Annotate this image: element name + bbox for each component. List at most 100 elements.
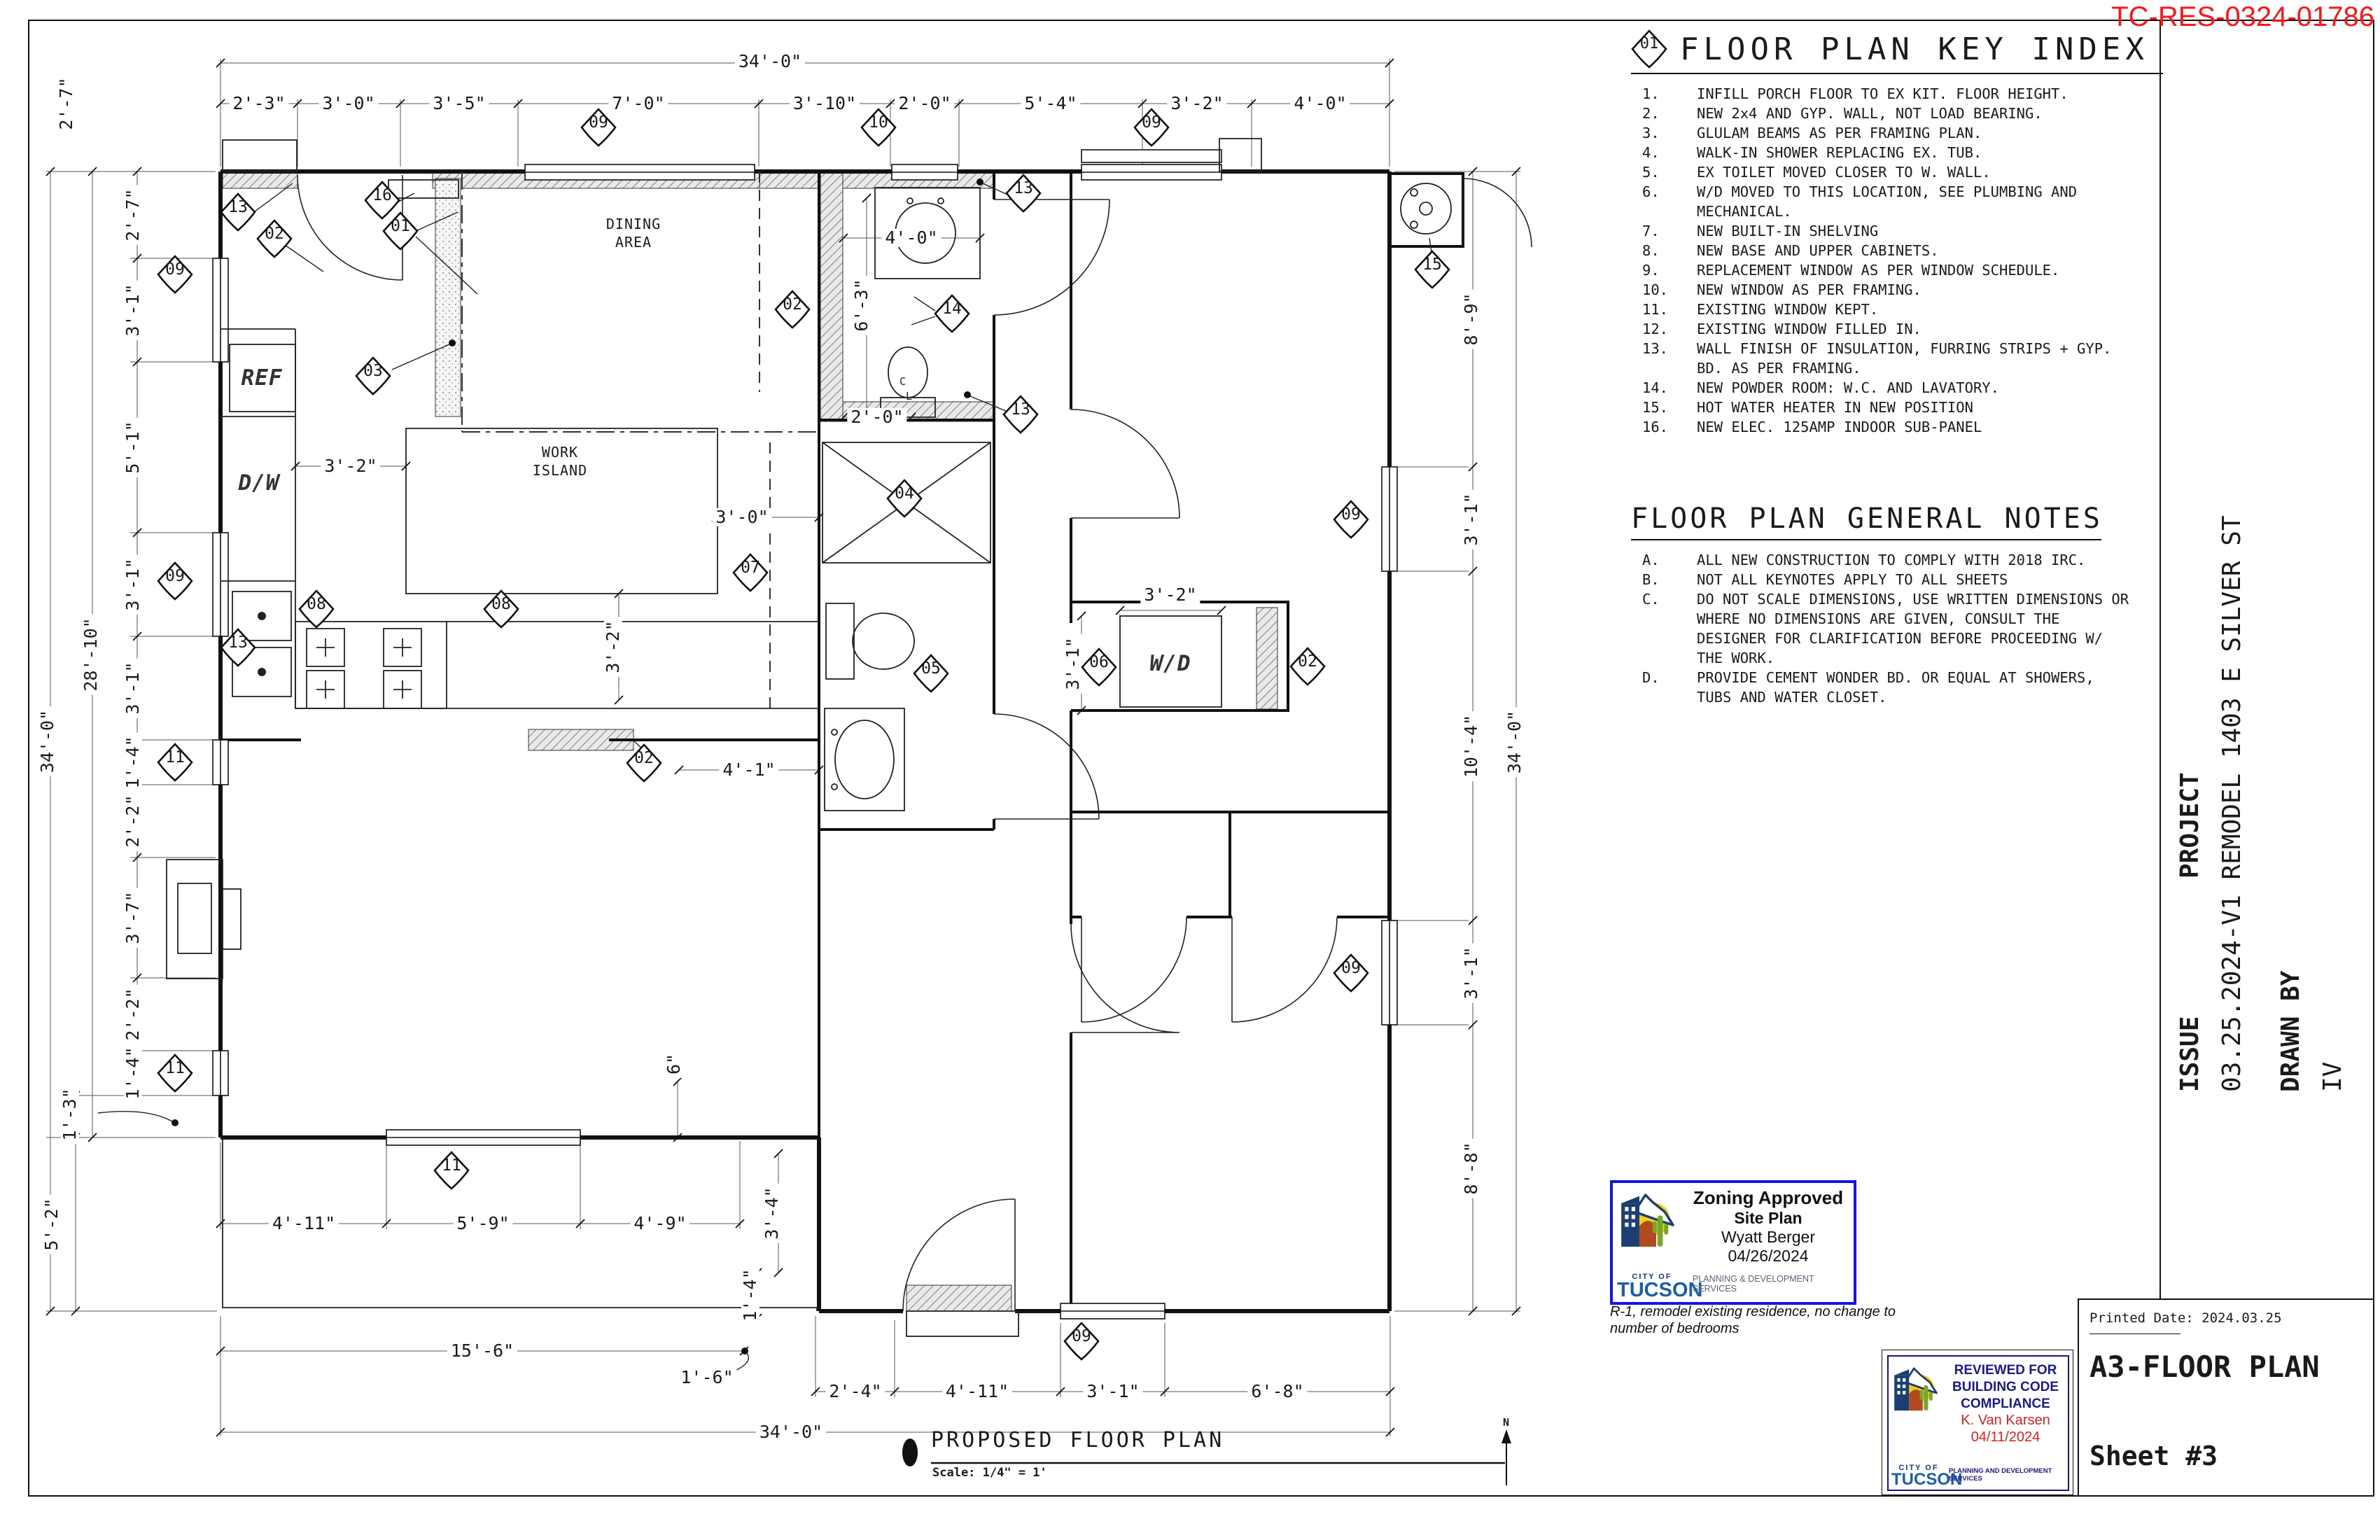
- keynote-diamond-icon: [774, 290, 811, 329]
- keynote-diamond-icon: [364, 181, 400, 220]
- dim-label: 4'-11": [268, 1214, 340, 1233]
- printed-date: Printed Date: 2024.03.25: [2090, 1310, 2282, 1326]
- keynote-diamond-icon: [913, 654, 949, 693]
- key-index-item: 10. NEW WINDOW AS PER FRAMING.: [1642, 281, 1921, 298]
- drawn-by-value: IV: [2318, 1061, 2347, 1092]
- dim-label: 5'-1": [122, 417, 143, 477]
- general-note-item: A. ALL NEW CONSTRUCTION TO COMPLY WITH 2…: [1642, 552, 2086, 568]
- north-label: N: [1502, 1416, 1511, 1429]
- sheet-code: A3-FLOOR PLAN: [2090, 1350, 2320, 1384]
- key-index-item: 9. REPLACEMENT WINDOW AS PER WINDOW SCHE…: [1642, 262, 2060, 279]
- keynote-diamond: 09: [580, 108, 617, 147]
- building-city-of: CITY OF: [1898, 1464, 1939, 1473]
- project-value: 03.25.2024-V1 REMODEL 1403 E SILVER ST: [2218, 515, 2246, 1092]
- city-of-tucson-logo-icon: [1621, 1194, 1674, 1247]
- building-stamp-line1: REVIEWED FOR: [1954, 1363, 2057, 1378]
- dim-label: 6'-3": [851, 275, 872, 335]
- key-index-item: 15. HOT WATER HEATER IN NEW POSITION: [1642, 399, 1973, 416]
- keynote-diamond: 15: [1414, 250, 1450, 289]
- leader-dots: [172, 178, 983, 1354]
- dashdot-beam-lines: [461, 172, 819, 433]
- keynote-diamond-icon: [157, 743, 193, 782]
- plan-label: AREA: [615, 234, 652, 251]
- floor-plan-drawing: [46, 58, 1532, 1485]
- keynote-diamond-icon: [382, 211, 419, 251]
- plan-title: PROPOSED FLOOR PLAN: [931, 1428, 1225, 1452]
- dashed-lines: [759, 172, 771, 708]
- key-index-item: 5. EX TOILET MOVED CLOSER TO W. WALL.: [1642, 164, 1991, 181]
- windows: [212, 149, 1398, 1320]
- general-notes-title: FLOOR PLAN GENERAL NOTES: [1631, 503, 2103, 535]
- keynote-diamond: 11: [157, 1054, 193, 1093]
- key-index-item: 2. NEW 2x4 AND GYP. WALL, NOT LOAD BEARI…: [1642, 105, 2043, 122]
- dim-label: 2'-2": [122, 791, 143, 851]
- keynote-diamond: 09: [157, 255, 193, 294]
- zoning-stamp-line2: Site Plan: [1734, 1209, 1802, 1227]
- zoning-stamp-date: 04/26/2024: [1728, 1247, 1809, 1265]
- dim-label: 15'-6": [447, 1341, 518, 1361]
- keynote-diamond: 05: [913, 654, 949, 693]
- keynote-diamond-icon: [1333, 500, 1369, 539]
- key-index-item: 8. NEW BASE AND UPPER CABINETS.: [1642, 242, 1939, 259]
- keynote-diamond: 09: [1063, 1322, 1100, 1361]
- sheet-number: Sheet #3: [2090, 1441, 2218, 1471]
- key-index-item: 16. NEW ELEC. 125AMP INDOOR SUB-PANEL: [1642, 419, 1982, 435]
- zoning-agency: PLANNING & DEVELOPMENT SERVICES: [1693, 1274, 1814, 1294]
- key-index-list: 1. INFILL PORCH FLOOR TO EX KIT. FLOOR H…: [1631, 84, 2163, 437]
- dim-label: 2'-0": [847, 407, 907, 427]
- keynote-diamond: 07: [732, 553, 769, 592]
- drawer-knobs: [258, 612, 266, 676]
- dim-label: 3'-10": [789, 94, 860, 113]
- general-note-item: D. PROVIDE CEMENT WONDER BD. OR EQUAL AT…: [1642, 669, 2094, 706]
- general-notes-rule: [1631, 539, 2101, 540]
- zoning-approval-stamp: Zoning Approved Site Plan Wyatt Berger 0…: [1610, 1180, 1856, 1305]
- dim-label: 3'-1": [1063, 634, 1083, 694]
- keynote-diamond: 16: [364, 181, 400, 220]
- dim-label: 5'-9": [453, 1214, 513, 1233]
- keynote-diamond-icon: [220, 628, 256, 667]
- key-index-item: 13. WALL FINISH OF INSULATION, FURRING S…: [1642, 340, 2112, 377]
- keynote-diamond: 03: [355, 356, 391, 396]
- keynote-diamond: 02: [256, 219, 293, 258]
- tucson-logo: [1613, 1183, 1683, 1273]
- key-index-item: 3. GLULAM BEAMS AS PER FRAMING PLAN.: [1642, 125, 1982, 141]
- key-index-rule: [1631, 73, 2163, 74]
- dim-label: 3'-1": [122, 658, 143, 718]
- sheet-border: [28, 20, 2374, 1497]
- plan-label: W/D: [1149, 651, 1191, 676]
- plan-label: REF: [241, 365, 283, 391]
- keynote-diamond-icon: [1333, 953, 1369, 993]
- dim-label: 34'-0": [1504, 706, 1525, 778]
- building-agency: PLANNING AND DEVELOPMENT SERVICES: [1949, 1467, 2052, 1483]
- dim-label: 1'-3": [59, 1084, 80, 1144]
- dim-label: 3'-0": [318, 94, 379, 113]
- key-index-title: FLOOR PLAN KEY INDEX: [1680, 31, 2149, 67]
- dim-label: 3'-1": [1461, 489, 1481, 550]
- plan-label: DINING: [606, 216, 662, 232]
- building-code-stamp: REVIEWED FOR BUILDING CODE COMPLIANCE K.…: [1887, 1355, 2069, 1491]
- keynote-diamond: 02: [774, 290, 811, 329]
- plan-label: L: [905, 390, 913, 402]
- keynote-diamond: 10: [860, 108, 897, 147]
- keynote-diamond-icon: [483, 589, 519, 629]
- keynote-diamond: 11: [433, 1151, 470, 1190]
- dim-label: 2'-0": [895, 94, 955, 113]
- building-tucson: TUCSON: [1891, 1470, 1963, 1490]
- project-label: PROJECT: [2176, 772, 2204, 878]
- keynote-diamond: 13: [220, 628, 256, 667]
- keynote-diamond-icon: [886, 479, 923, 518]
- key-index-diamond-icon: [1631, 29, 1667, 69]
- dim-label: 5'-4": [1021, 94, 1081, 113]
- keynote-diamond: 13: [1005, 174, 1042, 213]
- key-index-item: 6. W/D MOVED TO THIS LOCATION, SEE PLUMB…: [1642, 183, 2078, 220]
- keynote-diamond: 01: [382, 211, 419, 251]
- building-stamp-line2: BUILDING CODE: [1952, 1379, 2059, 1394]
- dimension-ticks: [46, 58, 1521, 1437]
- dim-label: 7'-0": [608, 94, 668, 113]
- general-notes-panel: FLOOR PLAN GENERAL NOTES A. ALL NEW CONS…: [1631, 503, 2163, 707]
- key-index-item: 14. NEW POWDER ROOM: W.C. AND LAVATORY.: [1642, 379, 1999, 396]
- keynote-diamond: 09: [1333, 500, 1369, 539]
- general-notes-list: A. ALL NEW CONSTRUCTION TO COMPLY WITH 2…: [1631, 550, 2163, 707]
- dim-label: 4'-11": [941, 1382, 1013, 1401]
- dim-label: 1'-4": [122, 1043, 143, 1103]
